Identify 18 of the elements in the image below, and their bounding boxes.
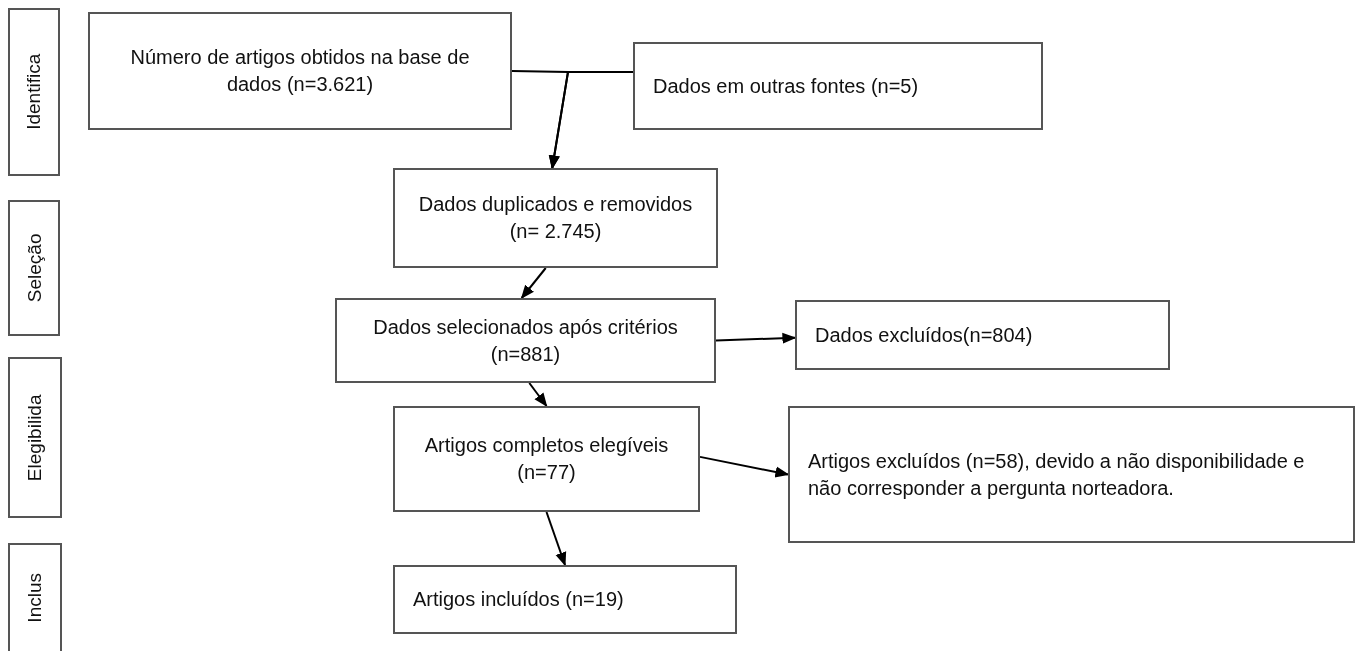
arrow: [548, 70, 634, 170]
process-box: Artigos excluídos (n=58), devido a não disponibilidade e não corresponder a pergunta norteadora.: [788, 406, 1355, 543]
arrow: [528, 382, 548, 408]
arrow: [699, 455, 790, 478]
arrow: [715, 332, 797, 344]
stage-label-box: Elegibilida: [8, 357, 62, 518]
process-box: Dados excluídos(n=804): [795, 300, 1170, 370]
arrow: [545, 511, 567, 567]
process-box: Artigos incluídos (n=19): [393, 565, 737, 634]
stage-label-box: Identifica: [8, 8, 60, 176]
stage-label-box: Inclus: [8, 543, 62, 651]
process-box: Artigos completos elegíveis (n=77): [393, 406, 700, 512]
arrow: [520, 267, 547, 300]
process-box: Dados selecionados após critérios (n=881): [335, 298, 716, 383]
process-box: Dados em outras fontes (n=5): [633, 42, 1043, 130]
stage-label-box: Seleção: [8, 200, 60, 336]
process-box: Número de artigos obtidos na base de dados (n=3.621): [88, 12, 512, 130]
process-box: Dados duplicados e removidos (n= 2.745): [393, 168, 718, 268]
